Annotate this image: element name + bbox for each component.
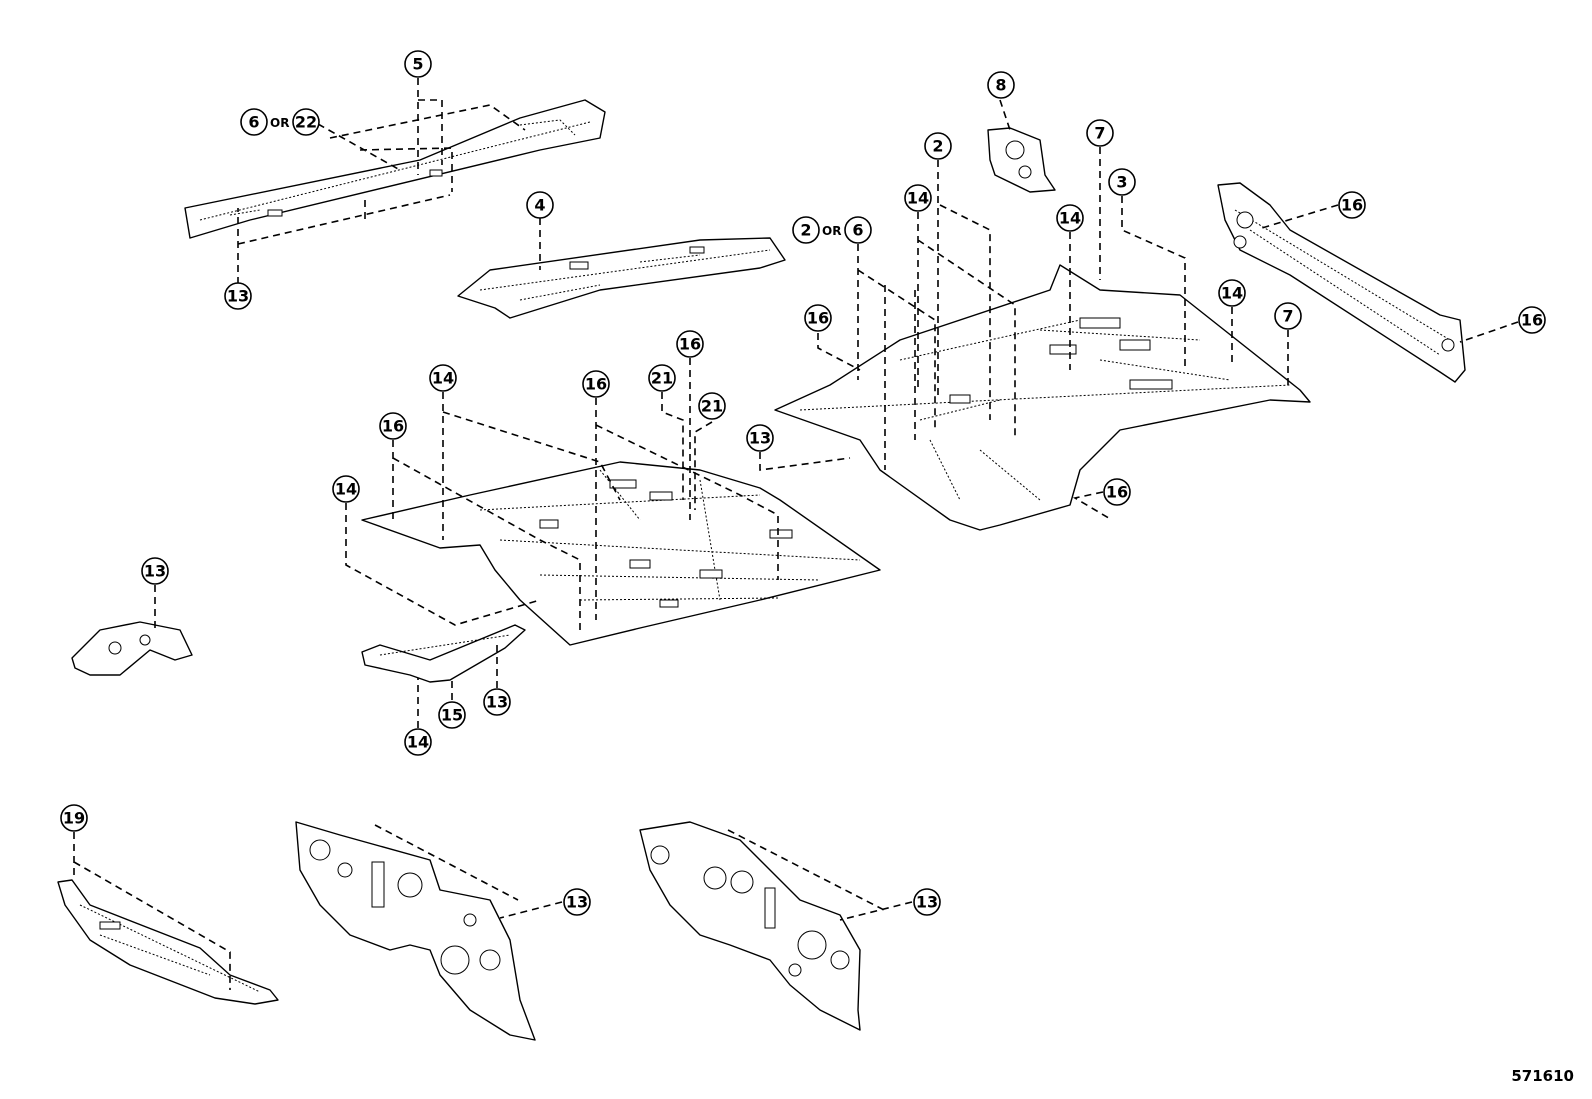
callout-5: 5: [404, 50, 432, 78]
svg-text:13: 13: [916, 893, 938, 912]
rear-floor-pan-part: [774, 264, 1311, 531]
callout-16: 16: [1518, 306, 1546, 334]
svg-text:22: 22: [295, 113, 317, 132]
callout-16: 16: [1338, 191, 1366, 219]
svg-text:2: 2: [800, 221, 811, 240]
dash-panel-b-part: [639, 821, 861, 1031]
callout-16: 16: [804, 304, 832, 332]
callout-16: 16: [379, 412, 407, 440]
svg-text:14: 14: [1059, 209, 1081, 228]
callout-14: 14: [904, 184, 932, 212]
or-label: OR: [270, 116, 289, 130]
callout-6: 6: [844, 216, 872, 244]
callout-19: 19: [60, 804, 88, 832]
callout-6: 6: [240, 108, 268, 136]
svg-text:6: 6: [852, 221, 863, 240]
rear-crossmember-part: [1217, 182, 1466, 383]
svg-text:16: 16: [1106, 483, 1128, 502]
leader-lines: [73, 78, 1519, 990]
dash-panel-a-part: [295, 821, 536, 1041]
callout-14: 14: [1218, 279, 1246, 307]
svg-text:19: 19: [63, 809, 85, 828]
callout-7: 7: [1274, 302, 1302, 330]
callout-16: 16: [1103, 478, 1131, 506]
svg-text:3: 3: [1116, 173, 1127, 192]
callout-7: 7: [1086, 119, 1114, 147]
diagram-id-label: 571610: [1511, 1067, 1574, 1085]
or-label: OR: [822, 224, 841, 238]
svg-text:16: 16: [585, 375, 607, 394]
svg-text:16: 16: [679, 335, 701, 354]
svg-text:6: 6: [248, 113, 259, 132]
svg-text:14: 14: [1221, 284, 1243, 303]
svg-text:21: 21: [651, 369, 673, 388]
callout-15: 15: [438, 701, 466, 729]
svg-text:13: 13: [749, 429, 771, 448]
callout-21: 21: [698, 392, 726, 420]
callout-2: 2: [924, 132, 952, 160]
svg-text:16: 16: [807, 309, 829, 328]
callout-14: 14: [429, 364, 457, 392]
svg-text:14: 14: [407, 733, 429, 752]
svg-text:13: 13: [486, 693, 508, 712]
svg-text:14: 14: [432, 369, 454, 388]
svg-text:16: 16: [1521, 311, 1543, 330]
callout-13: 13: [141, 557, 169, 585]
svg-text:8: 8: [995, 76, 1006, 95]
callout-14: 14: [1056, 204, 1084, 232]
callouts: 5 6 OR 22 13 4 8 2 7 14 3 16 14 2 OR 6 1…: [60, 50, 1546, 916]
callout-16: 16: [676, 330, 704, 358]
callout-13: 13: [563, 888, 591, 916]
callout-16: 16: [582, 370, 610, 398]
svg-text:13: 13: [227, 287, 249, 306]
svg-text:2: 2: [932, 137, 943, 156]
front-floor-pan-part: [361, 461, 881, 646]
floor-side-member-part: [457, 237, 786, 319]
svg-text:7: 7: [1094, 124, 1105, 143]
callout-14: 14: [404, 728, 432, 756]
bracket-part: [987, 127, 1056, 193]
svg-text:4: 4: [534, 196, 545, 215]
floor-reinforcement-part: [361, 624, 526, 683]
callout-3: 3: [1108, 168, 1136, 196]
svg-text:16: 16: [382, 417, 404, 436]
callout-21: 21: [648, 364, 676, 392]
callout-13: 13: [483, 688, 511, 716]
callout-13: 13: [746, 424, 774, 452]
callout-8: 8: [987, 71, 1015, 99]
callout-22: 22: [292, 108, 320, 136]
svg-text:5: 5: [412, 55, 423, 74]
callout-13: 13: [913, 888, 941, 916]
small-floor-bracket-part: [71, 621, 193, 676]
svg-text:14: 14: [907, 189, 929, 208]
callout-4: 4: [526, 191, 554, 219]
svg-text:13: 13: [566, 893, 588, 912]
lower-panel-part: [57, 879, 279, 1005]
svg-text:14: 14: [335, 480, 357, 499]
callout-2: 2: [792, 216, 820, 244]
callout-14: 14: [332, 475, 360, 503]
front-crossmember-part: [184, 99, 606, 239]
svg-text:21: 21: [701, 397, 723, 416]
svg-text:15: 15: [441, 706, 463, 725]
svg-text:7: 7: [1282, 307, 1293, 326]
svg-text:13: 13: [144, 562, 166, 581]
svg-text:16: 16: [1341, 196, 1363, 215]
callout-13: 13: [224, 282, 252, 310]
